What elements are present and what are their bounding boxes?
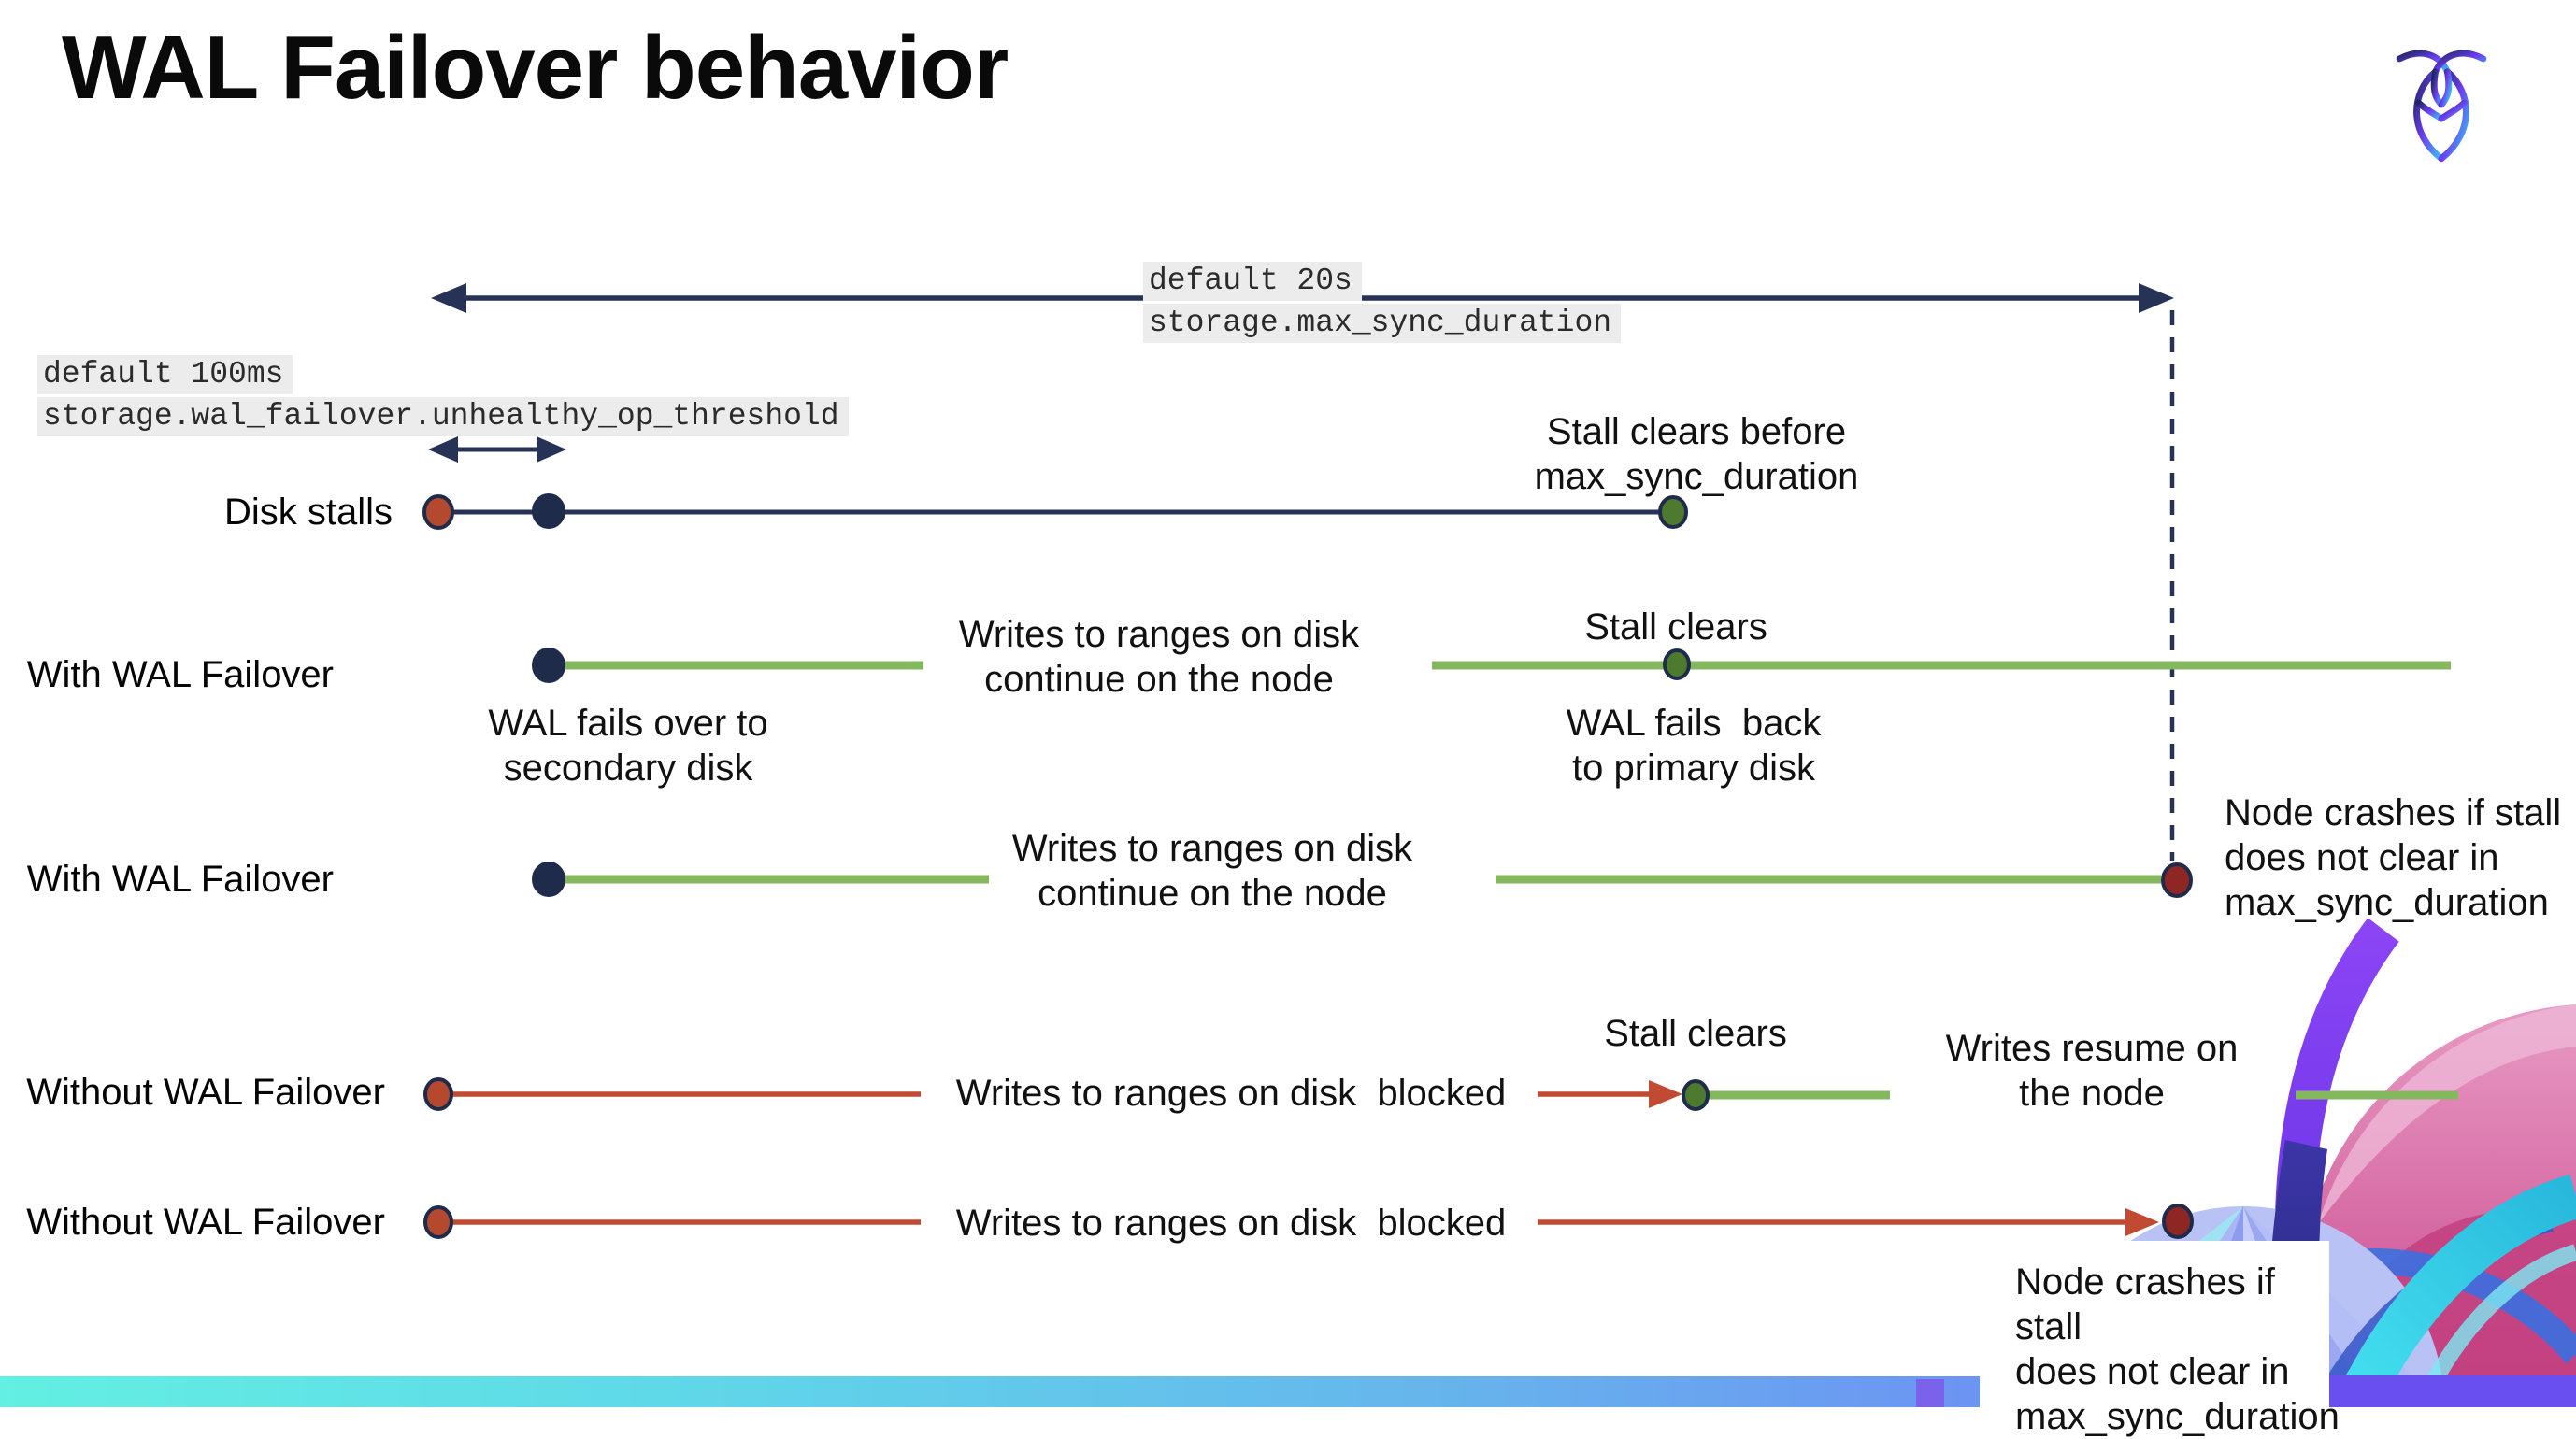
writes-continue-label-row2: Writes to ranges on disk continue on the…	[958, 614, 1360, 700]
failover-threshold-dot-row1	[532, 493, 565, 529]
unhealthy-default-value: default 100ms	[37, 355, 293, 394]
page-title: WAL Failover behavior	[62, 18, 1009, 118]
disk-stall-start-dot-row5	[423, 1205, 453, 1239]
slide-canvas: { "title": "WAL Failover behavior", "con…	[0, 18, 2576, 1437]
stall-clears-before-label: Stall clears before max_sync_duration	[1534, 411, 1859, 497]
writes-blocked-label-row5: Writes to ranges on disk blocked	[955, 1203, 1507, 1244]
row-label-without-wal-failover-2: Without WAL Failover	[26, 1202, 385, 1243]
max-sync-setting-name: storage.max_sync_duration	[1143, 304, 1622, 343]
stall-clears-label-row2: Stall clears	[1584, 606, 1767, 648]
writes-resume-label: Writes resume on the node	[1945, 1028, 2239, 1114]
unhealthy-op-threshold-setting-label: default 100ms storage.wal_failover.unhea…	[37, 355, 849, 439]
row-label-without-wal-failover-1: Without WAL Failover	[26, 1072, 385, 1113]
row-label-with-wal-failover-1: With WAL Failover	[26, 654, 334, 695]
row-label-with-wal-failover-2: With WAL Failover	[26, 859, 334, 900]
wal-fails-back-label: WAL fails back to primary disk	[1566, 703, 1822, 789]
writes-continue-label-row3: Writes to ranges on disk continue on the…	[1011, 828, 1413, 914]
disk-stall-start-dot	[422, 494, 454, 530]
node-crashes-label-row3: Node crashes if stall does not clear in …	[2225, 792, 2562, 923]
max-sync-default-value: default 20s	[1143, 262, 1362, 301]
row-label-disk-stalls: Disk stalls	[223, 492, 393, 533]
blocked-arrowhead-row4	[1649, 1080, 1682, 1108]
stall-clears-dot-row1	[1658, 495, 1688, 529]
writes-blocked-label-row4: Writes to ranges on disk blocked	[955, 1073, 1507, 1114]
stall-clears-label-row4: Stall clears	[1604, 1013, 1787, 1054]
unhealthy-op-threshold-span-arrow	[428, 436, 566, 463]
node-crash-dot-row3	[2161, 862, 2193, 898]
failover-dot-row2	[532, 648, 565, 683]
max-sync-duration-setting-label: default 20s storage.max_sync_duration	[1143, 262, 1622, 346]
stall-clears-dot-row4	[1682, 1079, 1710, 1111]
failover-dot-row3	[532, 862, 565, 897]
node-crash-callout-box: Node crashes if stall does not clear in …	[1980, 1241, 2340, 1437]
wal-fails-over-label: WAL fails over to secondary disk	[488, 703, 768, 789]
stall-clears-dot-row2	[1663, 648, 1691, 680]
unhealthy-setting-name: storage.wal_failover.unhealthy_op_thresh…	[37, 397, 849, 436]
disk-stall-start-dot-row4	[423, 1077, 453, 1111]
cockroachdb-logo-icon	[2396, 50, 2487, 163]
node-crashes-label-bottom: Node crashes if stall does not clear in …	[2015, 1261, 2340, 1437]
